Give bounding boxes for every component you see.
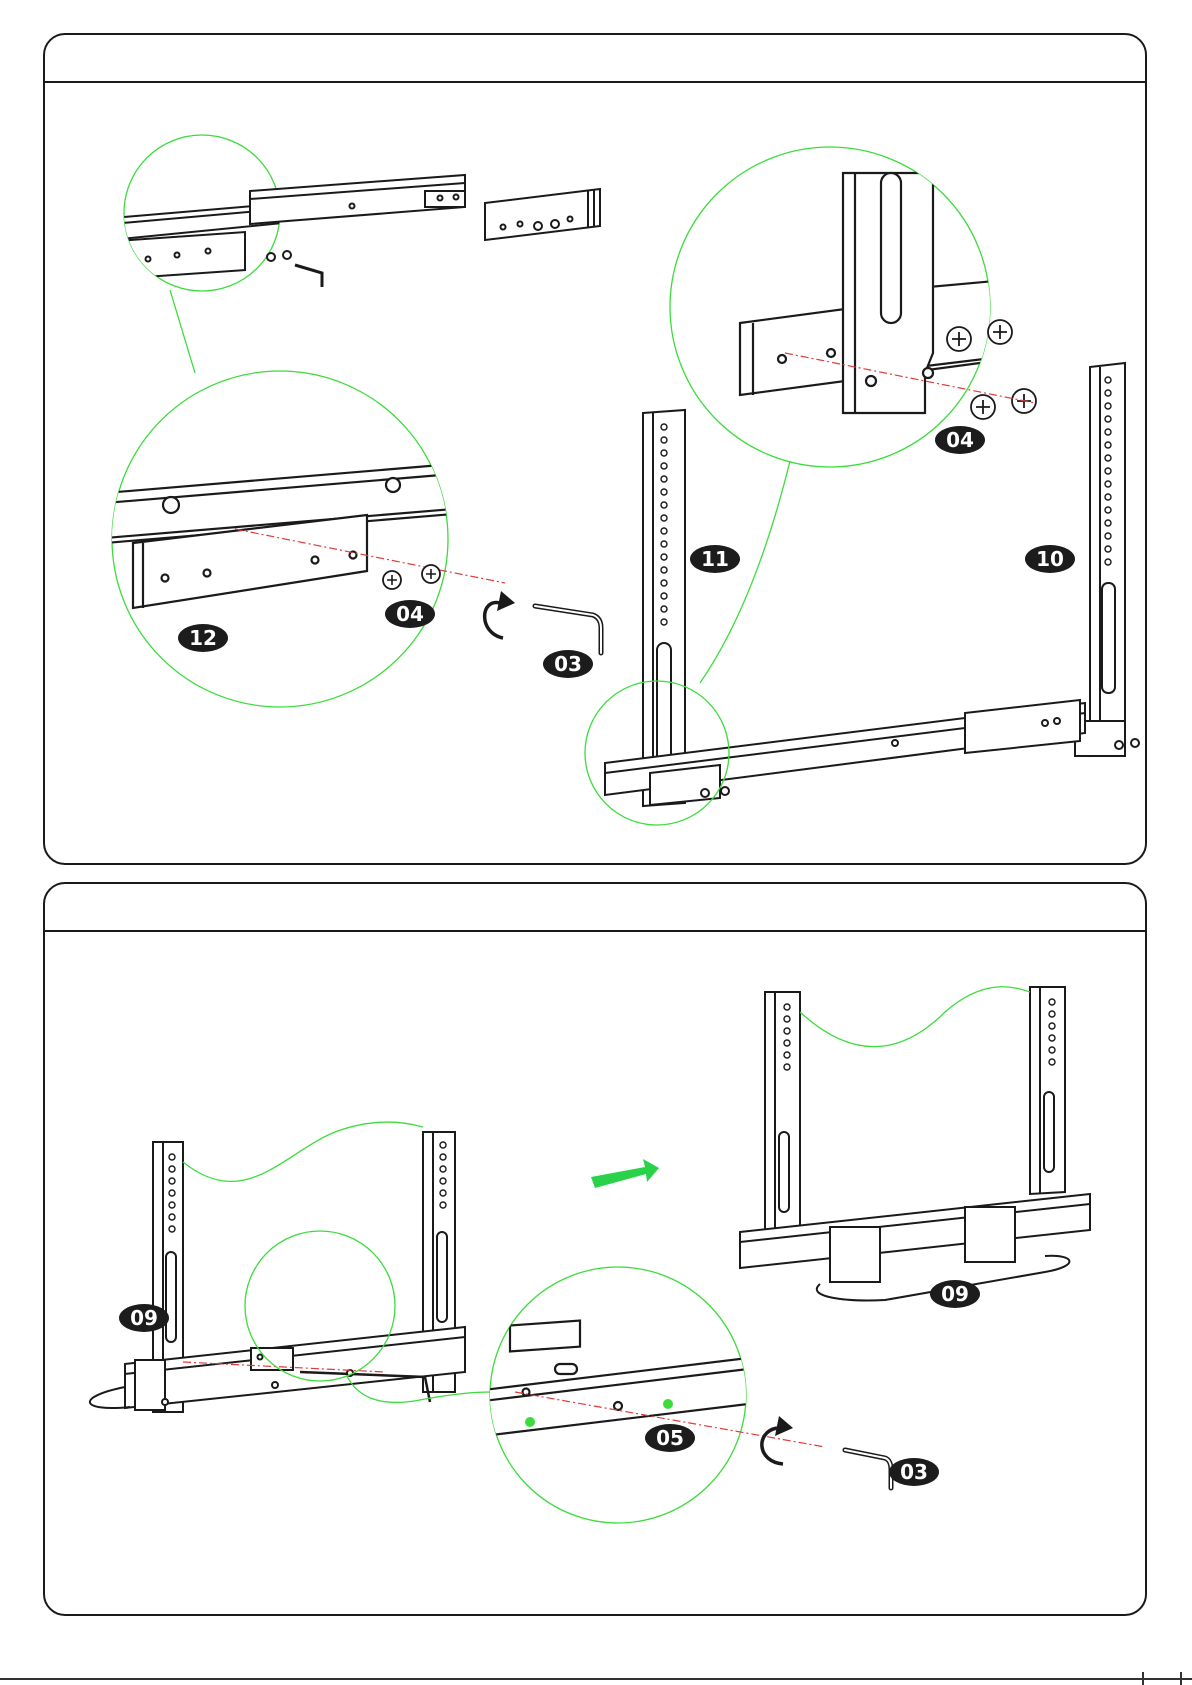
svg-text:05: 05 [656, 1426, 684, 1450]
page-corner-tick [1180, 1672, 1182, 1685]
step-panel-1: 12 04 03 11 10 04 [43, 33, 1147, 865]
svg-text:04: 04 [396, 602, 424, 626]
part-callout-10: 10 [1025, 545, 1075, 573]
hex-key-icon [535, 606, 601, 653]
svg-text:09: 09 [941, 1282, 969, 1306]
svg-text:03: 03 [900, 1460, 928, 1484]
bracket-detail-large [670, 147, 1055, 467]
step-panel-1-header [45, 35, 1145, 83]
svg-text:03: 03 [554, 652, 582, 676]
svg-text:04: 04 [946, 428, 974, 452]
frame-holes [784, 999, 1055, 1070]
frame-assembly-right [740, 987, 1090, 1301]
svg-text:11: 11 [701, 547, 729, 571]
frame-holes [169, 1142, 446, 1232]
part-callout-09: 09 [930, 1280, 980, 1308]
screw-icon [525, 1417, 535, 1427]
rail-detail-large [105, 371, 505, 707]
part-callout-11: 11 [690, 545, 740, 573]
next-step-arrow-icon [591, 1159, 659, 1188]
svg-text:12: 12 [189, 626, 217, 650]
rail-detail-large [475, 1267, 825, 1523]
vertical-bracket-10-holes [1105, 377, 1111, 565]
part-callout-03: 03 [889, 1458, 939, 1486]
connector-bracket [485, 189, 600, 240]
vertical-bracket-10 [1075, 363, 1125, 756]
screw-icon [383, 565, 440, 589]
part-callout-12: 12 [178, 624, 228, 652]
part-callout-05: 05 [645, 1424, 695, 1452]
svg-text:10: 10 [1036, 547, 1064, 571]
step-panel-2-header [45, 884, 1145, 932]
screw-icon [947, 320, 1036, 419]
screw-icon [663, 1399, 673, 1409]
page-corner-tick [1142, 1672, 1144, 1685]
rail-top [250, 175, 465, 287]
part-callout-03: 03 [543, 650, 593, 678]
rotate-arrow-icon [497, 591, 515, 611]
svg-text:09: 09 [130, 1306, 158, 1330]
rotate-arrow-icon [775, 1416, 793, 1436]
part-callout-04: 04 [385, 600, 435, 628]
hex-key-icon [845, 1450, 891, 1488]
step-1-illustration: 12 04 03 11 10 04 [45, 83, 1145, 865]
step-panel-2: 09 05 03 09 [43, 882, 1147, 1616]
page-bottom-rule [0, 1678, 1192, 1680]
step-2-illustration: 09 05 03 09 [45, 932, 1145, 1616]
part-callout-04: 04 [935, 426, 985, 454]
part-callout-09: 09 [119, 1304, 169, 1332]
magnifier-connector [170, 290, 195, 373]
